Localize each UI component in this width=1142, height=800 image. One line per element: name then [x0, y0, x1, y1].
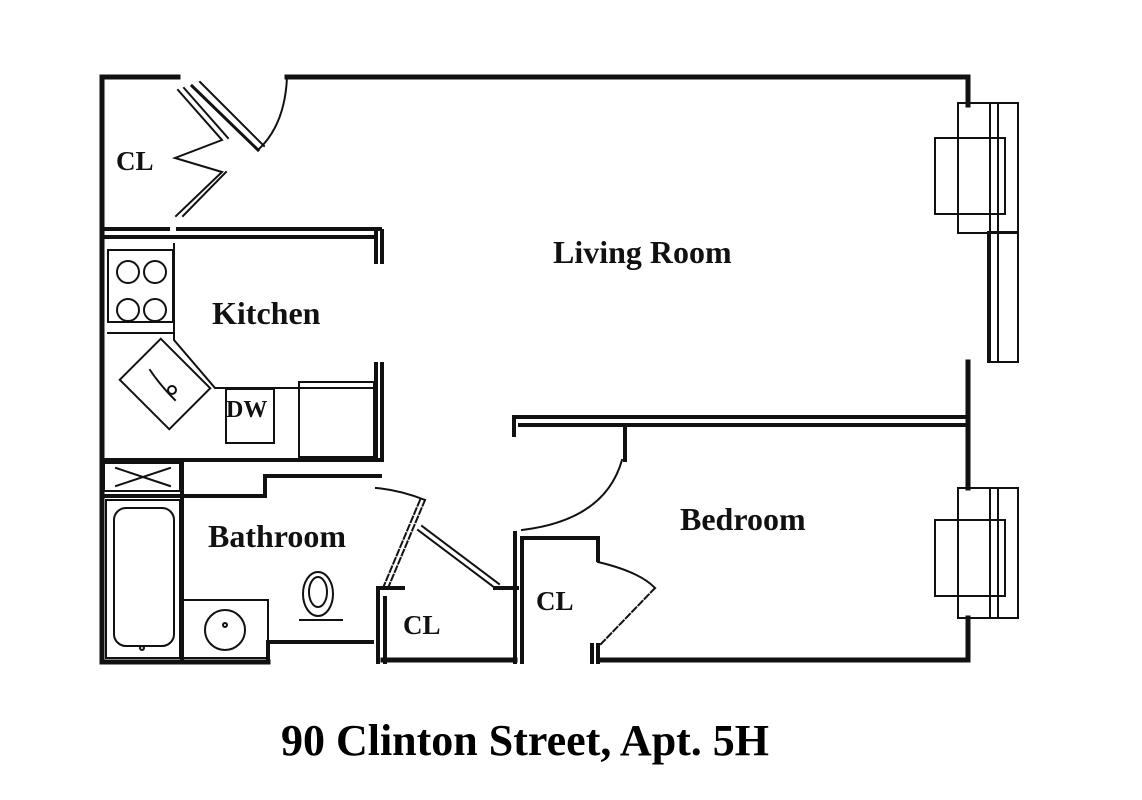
bedroom-label: Bedroom	[680, 501, 806, 537]
kitchen-label: Kitchen	[212, 295, 321, 331]
closet-entry-label: CL	[116, 146, 154, 176]
bathroom-sink	[181, 599, 269, 659]
closet-bifold-door	[171, 86, 230, 218]
kitchen-sink	[118, 243, 299, 431]
apartment-title: 90 Clinton Street, Apt. 5H	[280, 716, 770, 765]
living-room-window	[934, 102, 1019, 363]
living-room-label: Living Room	[553, 234, 732, 270]
entry-door	[189, 75, 289, 153]
toilet	[299, 571, 343, 621]
bedroom-closet-label: CL	[536, 586, 574, 616]
hall-closet-door	[416, 524, 501, 590]
bedroom-closet-door	[596, 560, 657, 647]
hall-closet-label: CL	[403, 610, 441, 640]
bedroom-door	[520, 458, 624, 532]
bathroom-door	[374, 486, 427, 590]
linen-cabinet	[103, 462, 181, 492]
interior-walls	[100, 227, 970, 664]
dishwasher	[225, 388, 275, 444]
refrigerator	[298, 381, 375, 458]
stove	[107, 249, 175, 334]
bathtub	[105, 499, 181, 659]
exterior-walls	[99, 74, 971, 665]
dishwasher-label: DW	[226, 397, 268, 423]
bedroom-window	[934, 487, 1019, 619]
bathroom-label: Bathroom	[208, 518, 347, 554]
